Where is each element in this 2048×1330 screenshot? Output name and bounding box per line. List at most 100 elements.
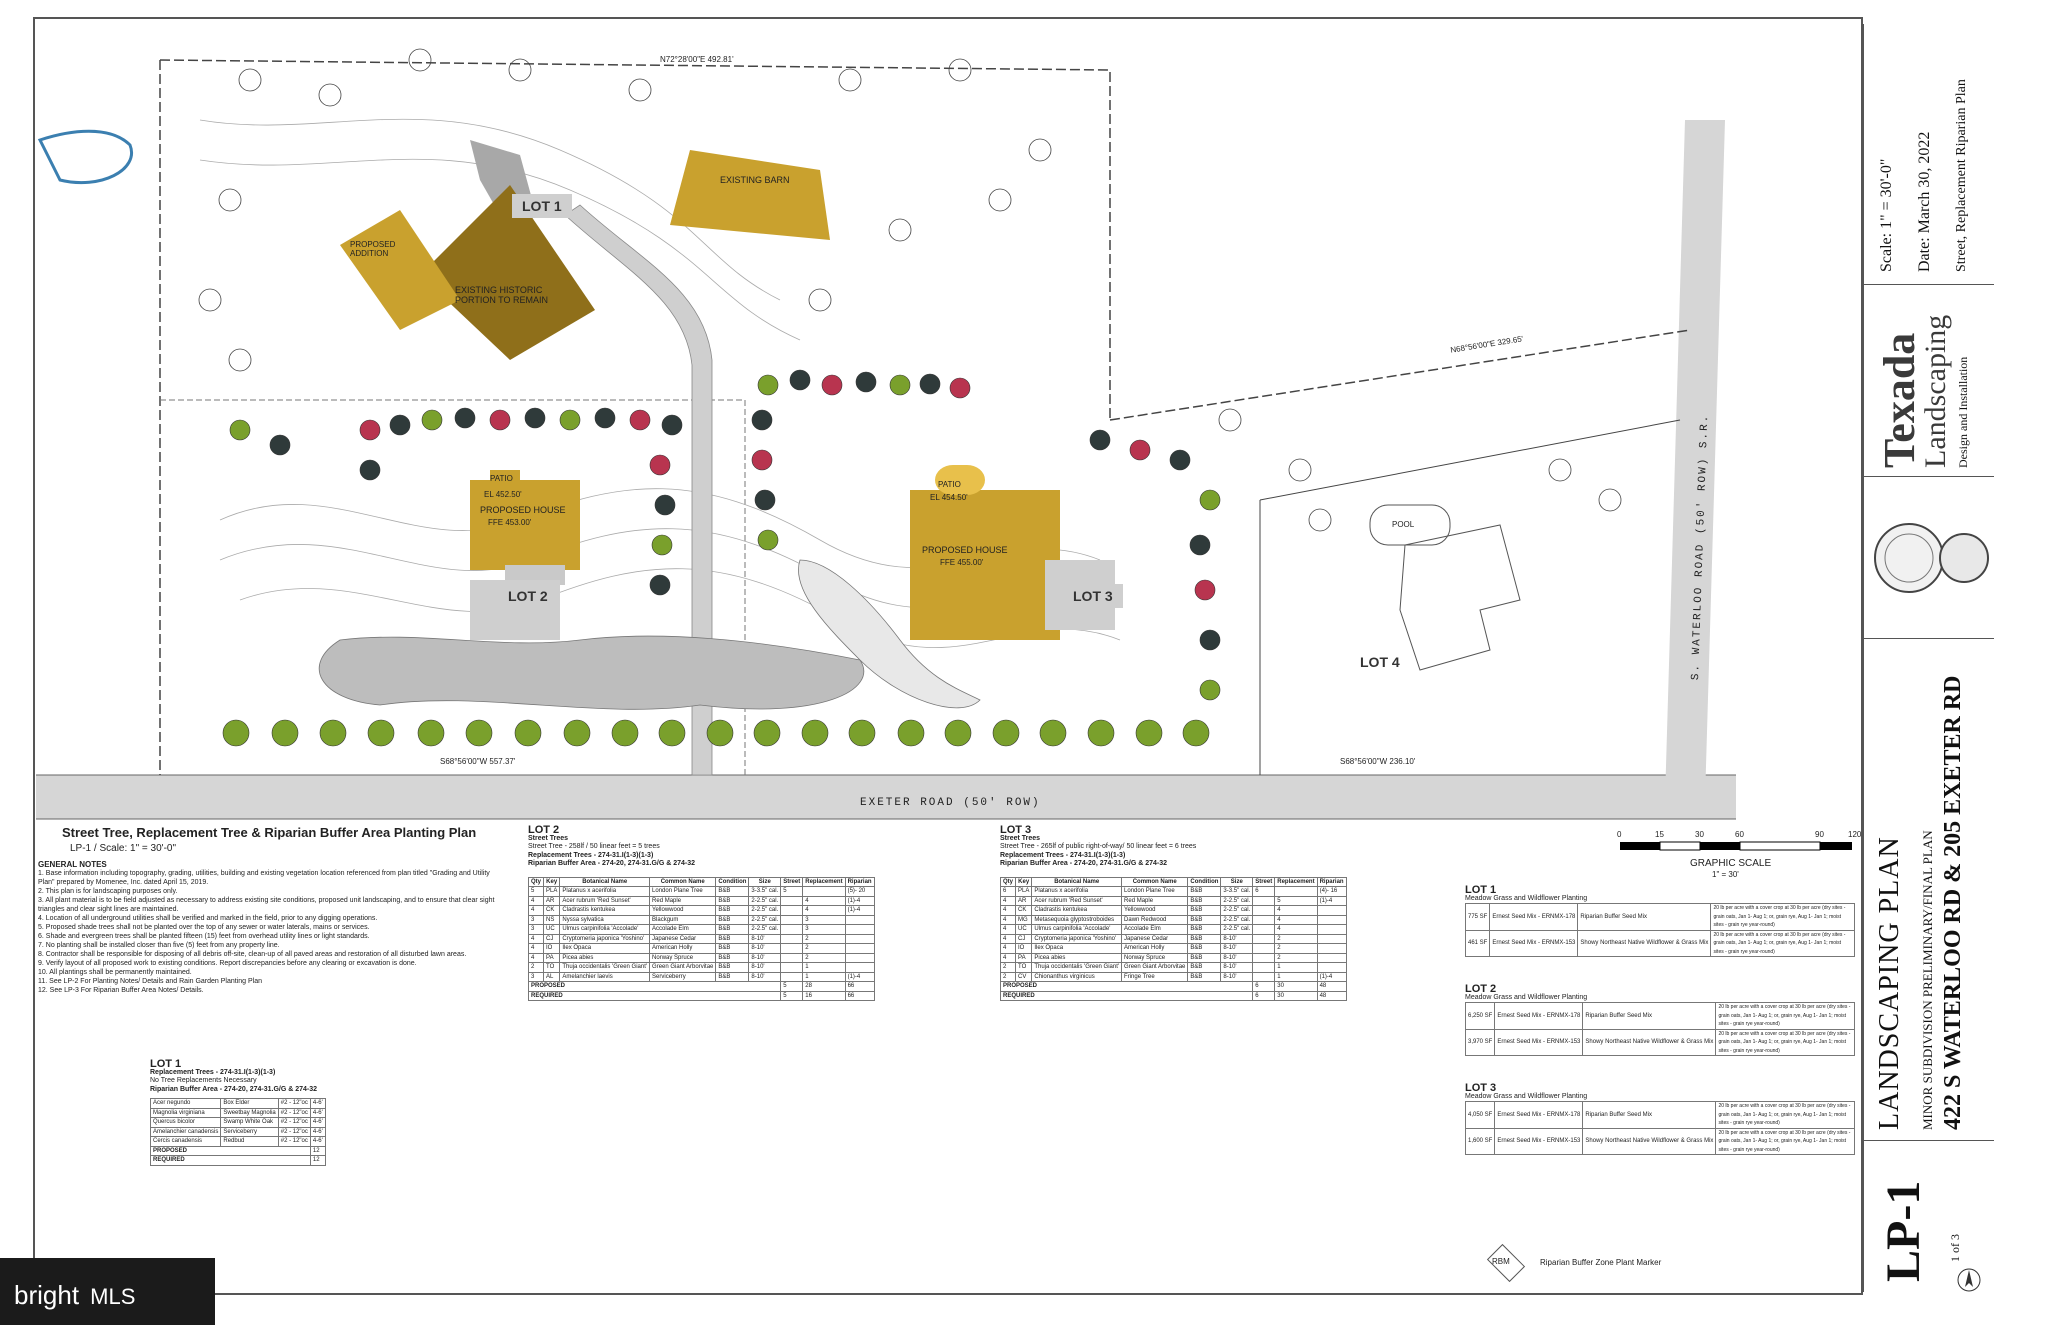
column-header: Botanical Name xyxy=(559,876,651,887)
company-cell: Texada Landscaping Design and Installati… xyxy=(1864,286,1994,477)
revision-text: Street, Replacement Riparian Plan xyxy=(1954,79,1969,272)
lot3-tree-icon xyxy=(1129,439,1151,461)
table-cell: 8-10' xyxy=(1220,943,1254,954)
street-tree-icon xyxy=(1182,719,1210,747)
column-header: Qty xyxy=(527,876,545,887)
table-cell: B&B xyxy=(1187,886,1222,897)
note-7: 7. No planting shall be installed closer… xyxy=(38,942,280,949)
lot2-tree-icon xyxy=(649,454,671,476)
seed-title: Meadow Grass and Wildflower Planting xyxy=(1465,894,1588,902)
table-cell: Riparian Buffer Seed Mix xyxy=(1582,1002,1717,1030)
lot3-tree-icon xyxy=(1199,489,1221,511)
table-cell xyxy=(780,943,804,954)
table-cell: London Plane Tree xyxy=(649,886,717,897)
legend-title: Street Tree, Replacement Tree & Riparian… xyxy=(62,825,477,840)
table-cell: Ernest Seed Mix - ERNMX-153 xyxy=(1494,1028,1584,1056)
seed-rate-note: 20 lb per acre with a cover crop at 30 l… xyxy=(1715,1028,1855,1056)
table-cell: B&B xyxy=(1187,895,1222,906)
table-cell: Ulmus carpinifolia 'Accolade' xyxy=(559,924,651,935)
table-cell: 2-2.5" cal. xyxy=(748,895,782,906)
graphic-scale-bar xyxy=(1620,841,1852,851)
table-cell: Green Giant Arborvitae xyxy=(649,962,717,973)
table-cell xyxy=(1316,952,1347,963)
table-cell: B&B xyxy=(715,895,750,906)
lot4-label: LOT 4 xyxy=(1360,654,1400,670)
table-cell: CJ xyxy=(543,933,561,944)
company-tagline: Design and Installation xyxy=(1956,356,1970,468)
street-tree-icon xyxy=(1135,719,1163,747)
table-cell: Fringe Tree xyxy=(1121,971,1189,982)
street-tree-icon xyxy=(706,719,734,747)
table-cell: Ernest Seed Mix - ERNMX-178 xyxy=(1494,1101,1584,1129)
table-cell xyxy=(844,943,875,954)
table-cell: 4 xyxy=(527,905,545,916)
column-header: Common Name xyxy=(649,876,717,887)
lot3-title: LOT 3 xyxy=(1000,824,1032,836)
lot3-tree-icon xyxy=(751,449,773,471)
existing-tree-icon xyxy=(218,188,242,212)
table-cell: 3 xyxy=(802,924,846,935)
table-cell: AL xyxy=(543,971,561,982)
table-cell: Blackgum xyxy=(649,914,717,925)
table-cell: 2-2.5" cal. xyxy=(1220,914,1254,925)
total-value: 28 xyxy=(802,981,846,992)
table-cell: B&B xyxy=(715,933,750,944)
company-name-2: Landscaping xyxy=(1919,314,1952,468)
table-cell: Ernest Seed Mix - ERNMX-153 xyxy=(1489,929,1579,957)
table-cell: Showy Northeast Native Wildflower & Gras… xyxy=(1577,929,1712,957)
lot3-tree-icon xyxy=(855,371,877,393)
table-cell xyxy=(1252,905,1276,916)
house3-ffe: FFE 455.00' xyxy=(940,558,984,567)
table-cell: 8-10' xyxy=(1220,952,1254,963)
lot2-tree-icon xyxy=(421,409,443,431)
lot2-tree-icon xyxy=(489,409,511,431)
table-cell xyxy=(802,886,846,897)
table-cell: 4 xyxy=(1274,905,1318,916)
lot3-tree-icon xyxy=(1089,429,1111,451)
existing-tree-icon xyxy=(988,188,1012,212)
table-cell: Nyssa sylvatica xyxy=(559,914,651,925)
street-tree-icon xyxy=(222,719,250,747)
column-header: Street xyxy=(1252,876,1276,887)
lot3-tree-icon xyxy=(1194,579,1216,601)
patio2-label: PATIO xyxy=(490,474,513,483)
seed-title: Meadow Grass and Wildflower Planting xyxy=(1465,1092,1588,1100)
seed-rate-note: 20 lb per acre with a cover crop at 30 l… xyxy=(1710,929,1855,957)
table-cell: Picea abies xyxy=(1031,952,1123,963)
table-cell xyxy=(844,933,875,944)
sheet-num: 1 of 3 xyxy=(1948,1234,1962,1262)
table-cell: Amelanchier laevis xyxy=(559,971,651,982)
table-cell xyxy=(1252,914,1276,925)
sheet-id: LP-1 xyxy=(1877,1180,1930,1282)
existing-tree-icon xyxy=(408,48,432,72)
riparian-marker-label: Riparian Buffer Zone Plant Marker xyxy=(1540,1258,1662,1267)
lot3-replacement: Replacement Trees - 274-31.I(1-3)(1-3) xyxy=(1000,851,1126,859)
table-cell: 8-10' xyxy=(1220,933,1254,944)
table-cell: TO xyxy=(543,962,561,973)
table-cell: Platanus x acerifolia xyxy=(559,886,651,897)
lot2-tree-icon xyxy=(661,414,683,436)
existing-tree-icon xyxy=(238,68,262,92)
street-tree-icon xyxy=(753,719,781,747)
street-tree-icon xyxy=(658,719,686,747)
lot3-riparian: Riparian Buffer Area - 274-20, 274-31.G/… xyxy=(1000,860,1168,867)
column-header: Size xyxy=(1220,876,1254,887)
table-cell: B&B xyxy=(715,914,750,925)
table-cell: Green Giant Arborvitae xyxy=(1121,962,1189,973)
table-cell: 2-2.5" cal. xyxy=(748,924,782,935)
total-value: 6 xyxy=(1252,990,1276,1001)
lot3-tree-icon xyxy=(754,489,776,511)
brightmls-watermark: bright MLS xyxy=(0,1258,215,1325)
column-header: Street xyxy=(780,876,804,887)
